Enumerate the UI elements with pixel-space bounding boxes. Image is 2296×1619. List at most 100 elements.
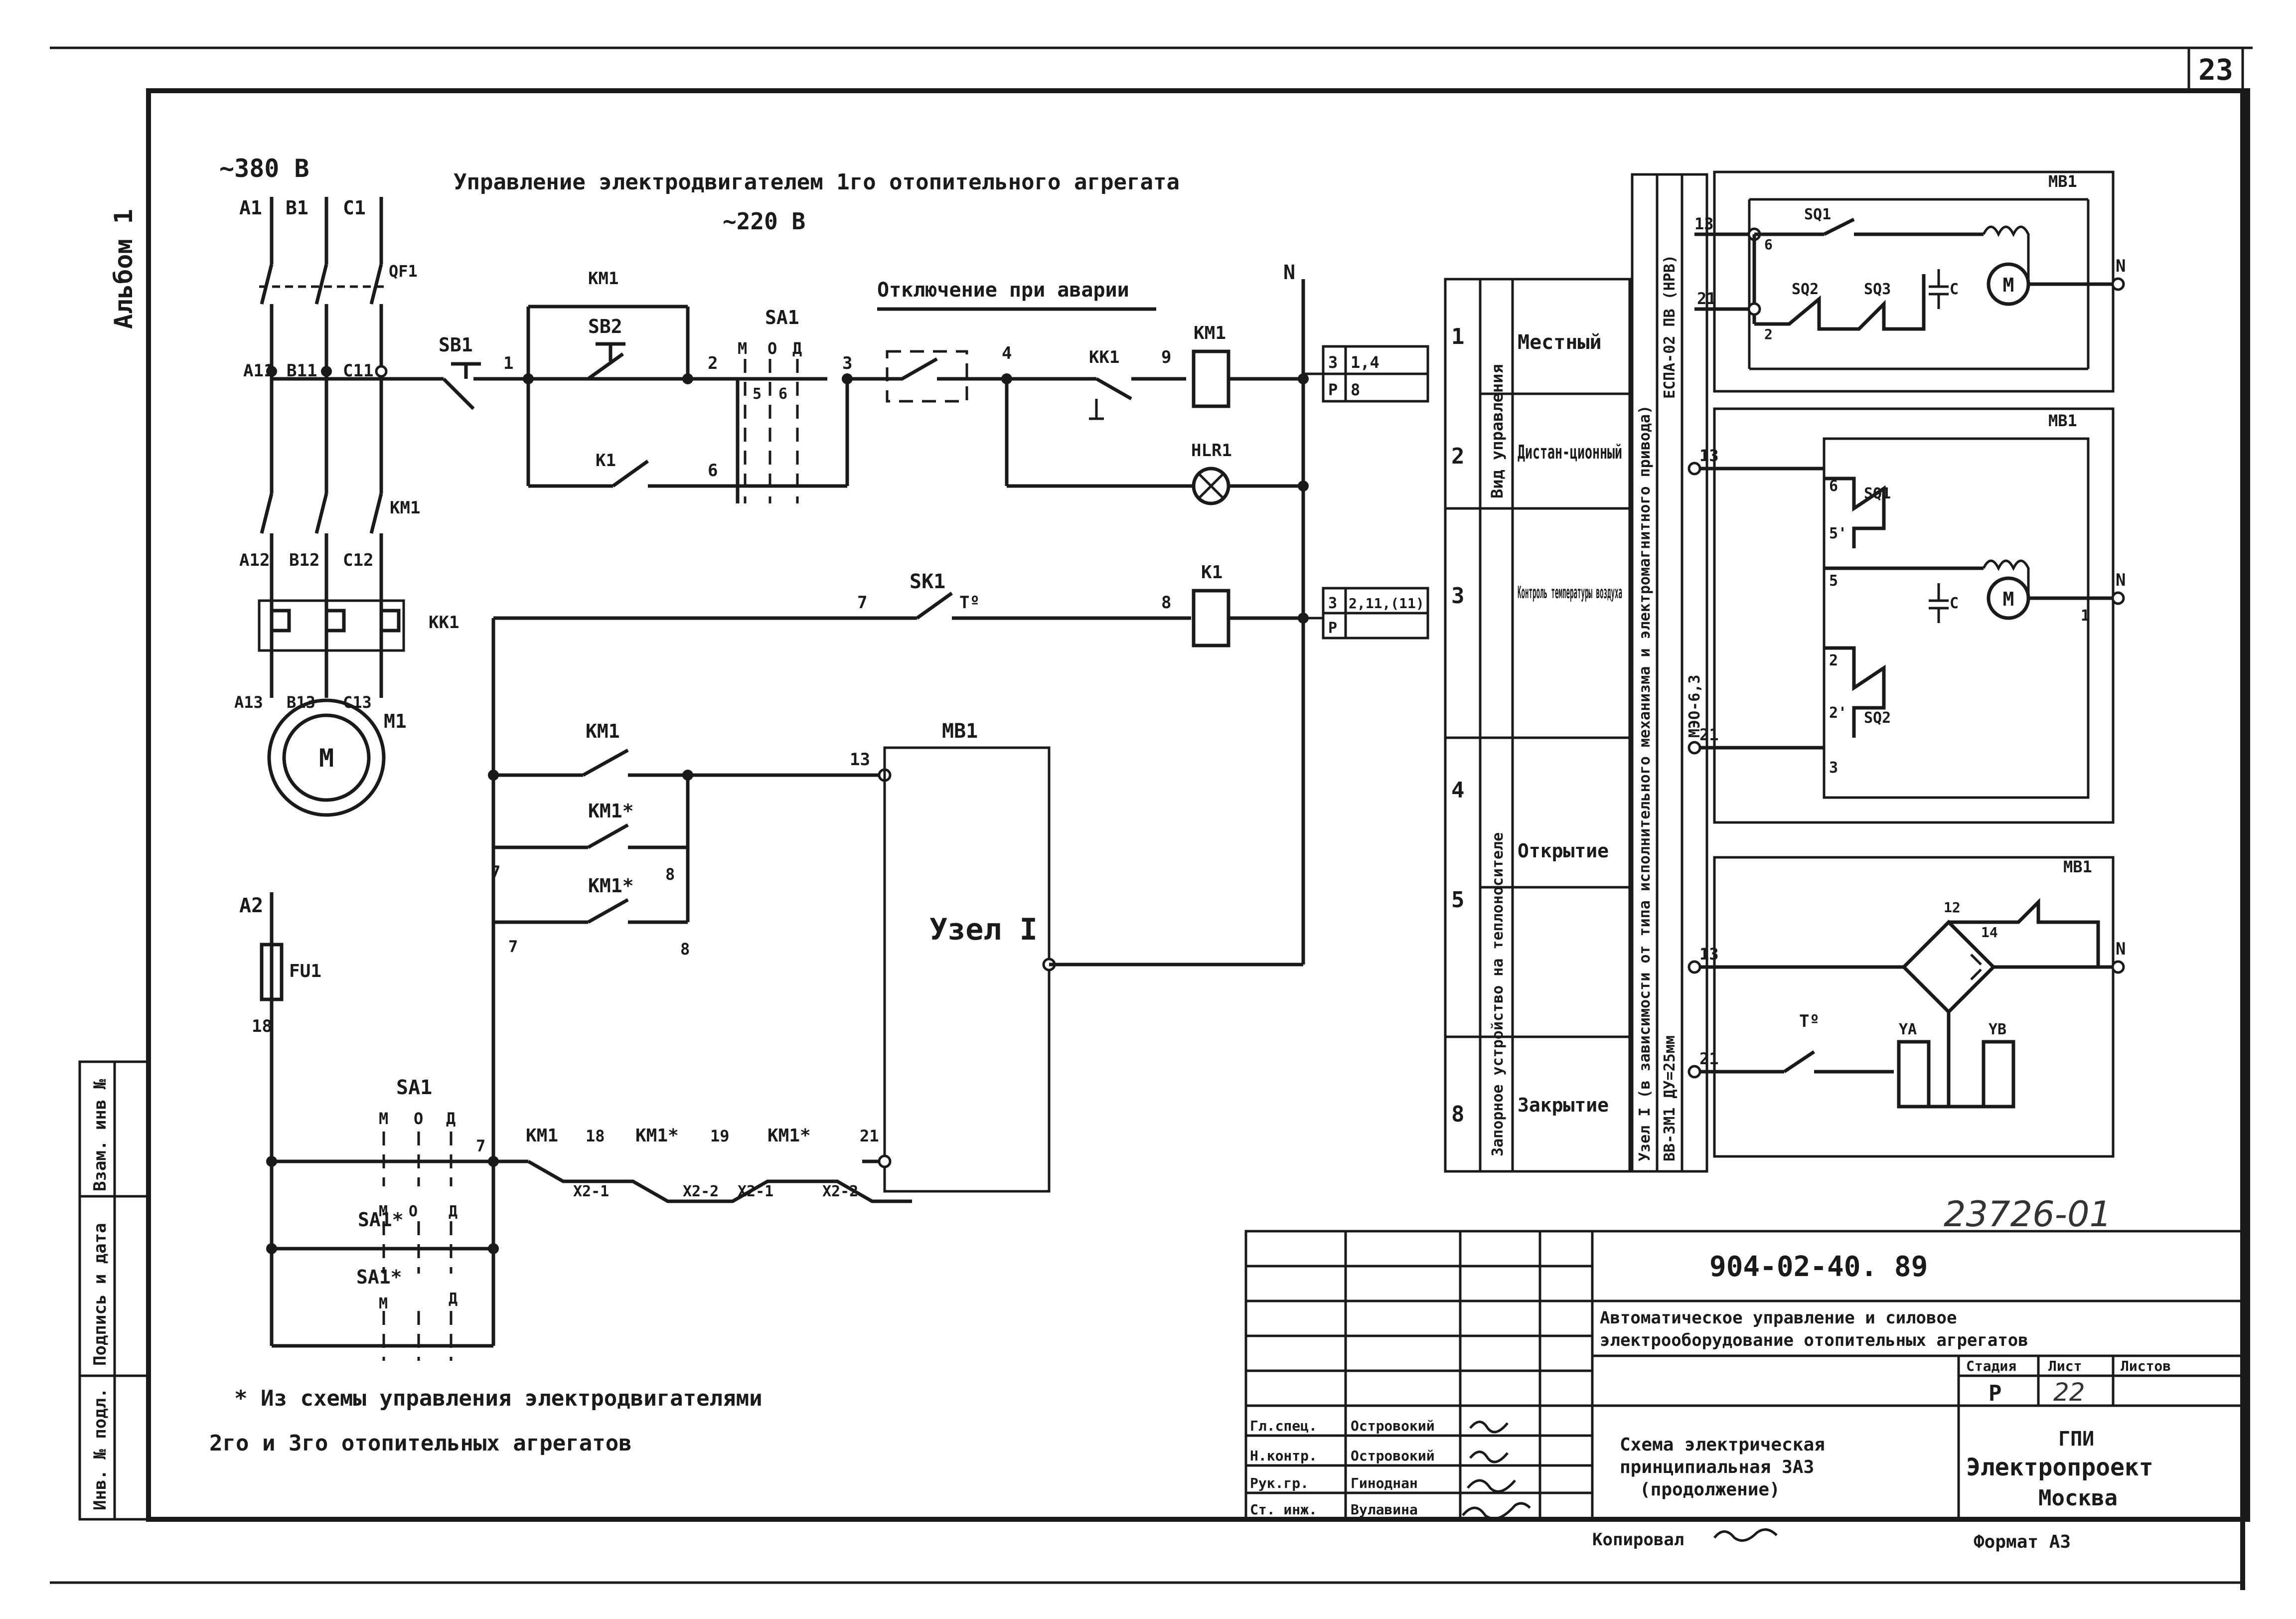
v1-motor: М bbox=[2003, 274, 2014, 296]
a2-label: А2 bbox=[239, 894, 263, 917]
wire-7c: 7 bbox=[508, 937, 518, 956]
k1-coil-label: К1 bbox=[1201, 562, 1223, 583]
stamp-name-1: Островокий bbox=[1351, 1418, 1435, 1434]
sa1-contact-5: 5 bbox=[753, 385, 762, 403]
mb1-label: МВ1 bbox=[942, 720, 978, 743]
sk1-temp-label: Tº bbox=[959, 593, 980, 613]
copied-signature bbox=[1713, 1528, 1778, 1542]
km1star-1-label: КМ1* bbox=[588, 800, 634, 822]
sa1-pos-o: О bbox=[767, 339, 777, 358]
org-line-1: ГПИ bbox=[2058, 1428, 2094, 1451]
node-i-label: Узел I bbox=[929, 912, 1038, 947]
row-2-num: 2 bbox=[1451, 444, 1465, 469]
wire-1: 1 bbox=[503, 353, 513, 373]
row-8-label: Закрытие bbox=[1518, 1094, 1609, 1116]
stamp-name-2: Островокий bbox=[1351, 1448, 1435, 1464]
title-main-2: принципиальная ЗАЗ bbox=[1620, 1457, 1814, 1477]
ref1-sheets: 1,4 bbox=[1351, 353, 1379, 372]
sa1-pos-m: М bbox=[738, 339, 747, 358]
row-5-num: 5 bbox=[1451, 887, 1465, 913]
sa1s1-m: М bbox=[379, 1203, 388, 1220]
sa1-contact-6: 6 bbox=[778, 385, 787, 403]
stage-label: Стадия bbox=[1966, 1358, 2016, 1374]
row-1-num: 1 bbox=[1451, 324, 1465, 349]
signature-2 bbox=[1469, 1451, 1509, 1463]
wire-8c: 8 bbox=[680, 940, 690, 959]
sb1-label: SB1 bbox=[439, 334, 473, 356]
signature-1 bbox=[1469, 1421, 1509, 1434]
label-c1: С1 bbox=[343, 197, 366, 219]
v2-wire-2: 2 bbox=[1829, 652, 1838, 669]
wire-18: 18 bbox=[586, 1127, 605, 1145]
stamp-role-4: Ст. инж. bbox=[1250, 1501, 1317, 1518]
wire-8: 8 bbox=[1161, 593, 1171, 613]
vnote-1: Узел I (в зависимости от типа исполнител… bbox=[1636, 405, 1654, 1161]
stamp-role-3: Рук.гр. bbox=[1250, 1475, 1309, 1491]
title-top-2: электрооборудование отопительных агрегат… bbox=[1600, 1330, 2028, 1350]
v2-n: N bbox=[2116, 570, 2126, 590]
v2-wire-13: 13 bbox=[1699, 446, 1719, 465]
album-label: Альбом 1 bbox=[109, 209, 138, 329]
km1-ser-label: КМ1 bbox=[526, 1126, 558, 1146]
km1star-ser2-label: КМ1* bbox=[767, 1126, 811, 1146]
v2-wire-1: 1 bbox=[2081, 607, 2090, 625]
wire-7b: 7 bbox=[491, 862, 500, 881]
row-5-label: Открытие bbox=[1518, 840, 1609, 862]
motor-m-label: М bbox=[319, 744, 334, 773]
wire-4: 4 bbox=[1002, 343, 1012, 363]
v2-wire-3: 3 bbox=[1829, 759, 1838, 777]
side-label-inv: Инв. № подл. bbox=[90, 1388, 110, 1510]
side-stamp: Инв. № подл. Подпись и дата Взам. инв № bbox=[78, 1060, 150, 1521]
node-variant-2: МВ1 13 6 SQ1 5' 5 С М N 1 2 2' SQ2 3 21 bbox=[1687, 407, 2126, 824]
wire-8b: 8 bbox=[665, 865, 675, 884]
label-a12: А12 bbox=[239, 550, 270, 570]
v2-motor: М bbox=[2003, 588, 2014, 610]
sa1-pos-d: Д bbox=[792, 339, 802, 358]
sa1b-label: SA1 bbox=[396, 1076, 432, 1099]
v1-wire-6: 6 bbox=[1764, 236, 1773, 253]
ref-box-2: 3 2,11,(11) Р bbox=[1303, 587, 1429, 640]
v1-wire-3: 2 bbox=[1764, 326, 1773, 342]
emergency-label: Отключение при аварии bbox=[877, 279, 1129, 302]
sa1s2-m: М bbox=[379, 1295, 388, 1312]
km1-hold-label: КМ1 bbox=[588, 269, 618, 289]
x21-label-a: Х2-1 bbox=[573, 1183, 609, 1200]
v3-mb1-label: МВ1 bbox=[2063, 857, 2092, 876]
label-c12: С12 bbox=[343, 550, 373, 570]
sa1b-o: О bbox=[414, 1109, 423, 1128]
sa1star-2-label: SA1* bbox=[356, 1266, 402, 1288]
row-2-label: Дистан-ционный bbox=[1518, 441, 1622, 463]
sa1s2-d: Д bbox=[449, 1290, 458, 1307]
wire-7: 7 bbox=[857, 593, 867, 613]
label-a1: А1 bbox=[239, 197, 262, 219]
vertical-notes: Узел I (в зависимости от типа исполнител… bbox=[1631, 173, 1708, 1173]
vnote-3: ВВ-3М1 ДУ=25мм bbox=[1661, 1035, 1679, 1161]
wire-3: 3 bbox=[842, 353, 852, 373]
wire-7d: 7 bbox=[476, 1136, 485, 1155]
sheets-label: Листов bbox=[2121, 1358, 2171, 1374]
v3-wire-21: 21 bbox=[1699, 1049, 1719, 1068]
diagram-title: Управление электродвигателем 1го отопите… bbox=[454, 169, 1180, 195]
v1-sq2: SQ2 bbox=[1792, 281, 1819, 298]
side-label-replace: Взам. инв № bbox=[90, 1079, 110, 1191]
ref-box-1: 3 1,4 Р 8 bbox=[1303, 345, 1429, 403]
v2-sq1: SQ1 bbox=[1864, 485, 1891, 502]
sa1s1-o: О bbox=[409, 1203, 418, 1220]
title-main-3: (продолжение) bbox=[1640, 1479, 1780, 1500]
km1-power-label: КМ1 bbox=[390, 498, 420, 518]
table-group-valve: Запорное устройство на теплоносителе bbox=[1489, 832, 1507, 1156]
row-8-num: 8 bbox=[1451, 1102, 1465, 1127]
row-4-num: 4 bbox=[1451, 778, 1465, 803]
org-line-2: Электропроект bbox=[1966, 1454, 2153, 1481]
motor-m1-label: М1 bbox=[384, 710, 407, 732]
sheet-value: 22 bbox=[2053, 1378, 2085, 1407]
qf1-label: QF1 bbox=[389, 262, 418, 281]
v1-wire-21: 21 bbox=[1697, 289, 1716, 308]
kk1-aux-label: КК1 bbox=[1089, 347, 1119, 367]
v3-n: N bbox=[2116, 939, 2126, 959]
stamp-role-2: Н.контр. bbox=[1250, 1448, 1317, 1464]
ref2-num: 3 bbox=[1328, 595, 1337, 612]
stamp-name-3: Гиноднан bbox=[1351, 1475, 1418, 1491]
v3-wire-13: 13 bbox=[1699, 945, 1719, 964]
